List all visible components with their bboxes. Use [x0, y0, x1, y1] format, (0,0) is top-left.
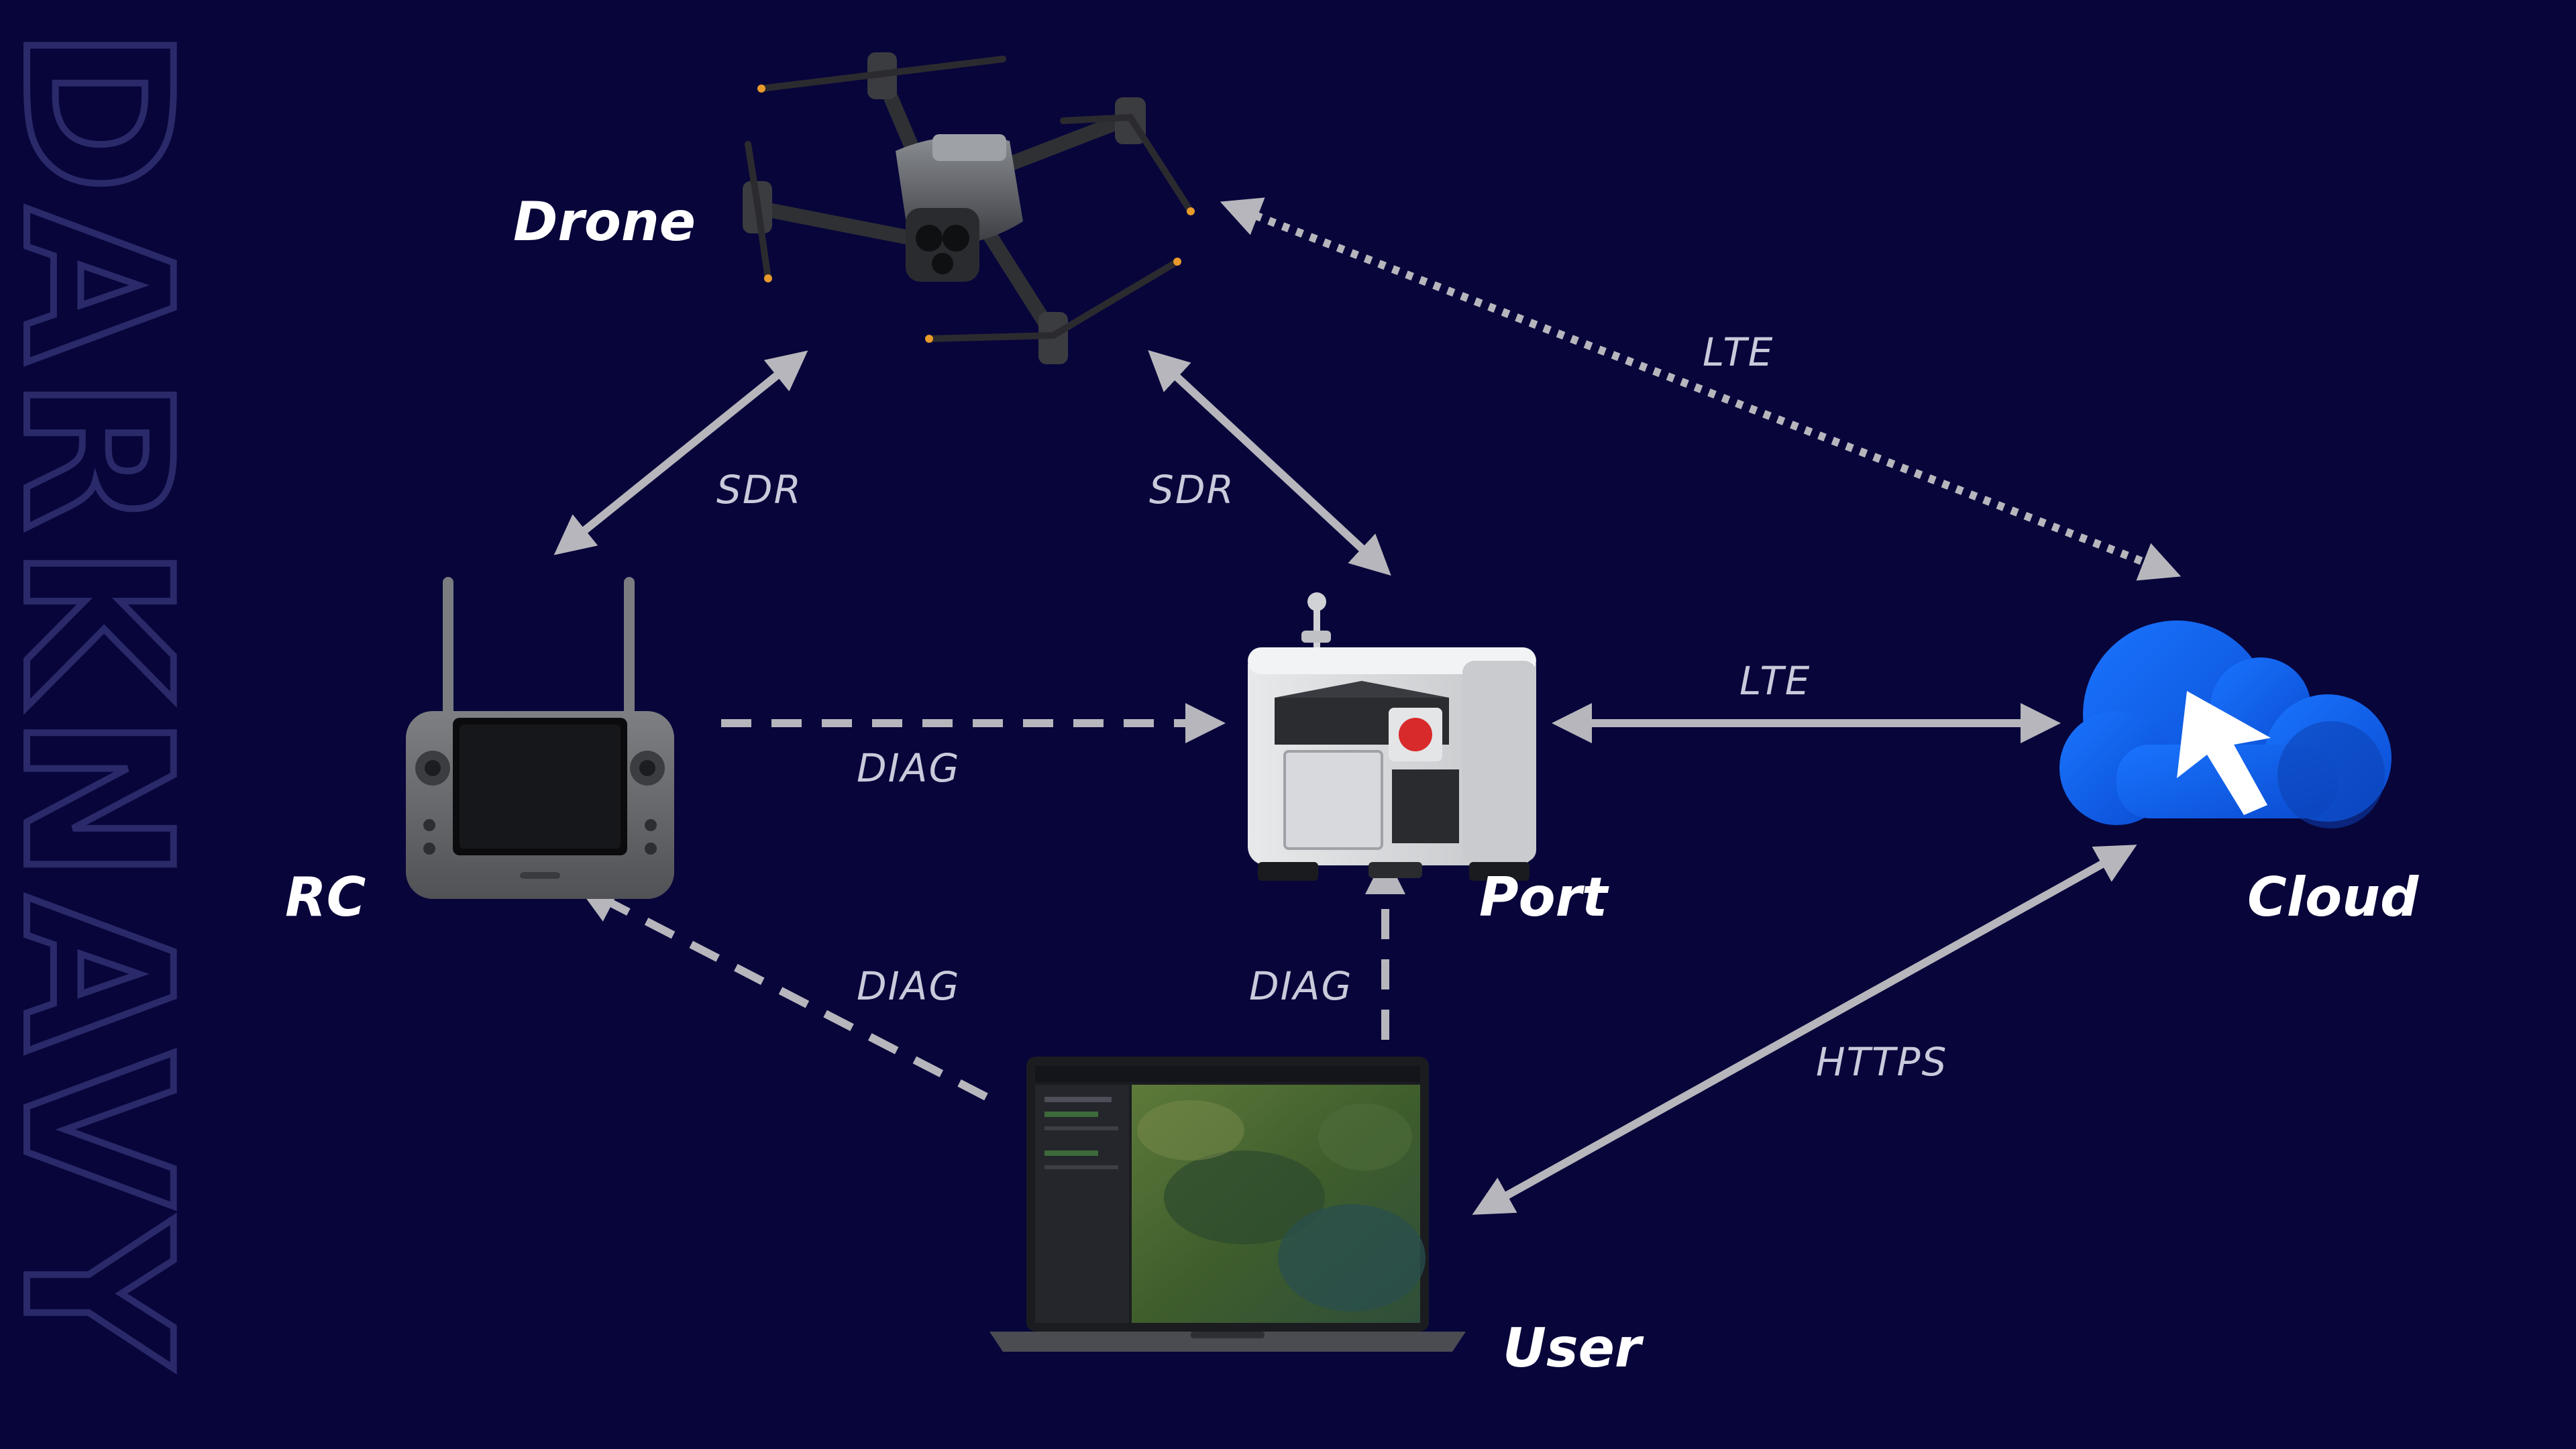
edge-drone-rc — [553, 350, 808, 555]
edge-label-drone-cloud: LTE — [1703, 329, 1774, 375]
edge-label-user-port: DIAG — [1249, 963, 1352, 1009]
node-label-cloud: Cloud — [2247, 866, 2419, 928]
node-label-port: Port — [1479, 866, 1609, 928]
laptop-icon — [989, 1057, 1466, 1352]
edge-label-user-cloud: HTTPS — [1816, 1039, 1947, 1085]
edge-label-user-rc: DIAG — [857, 963, 960, 1009]
node-label-user: User — [1503, 1317, 1644, 1379]
dock-station-icon — [1248, 592, 1536, 881]
watermark-text: DARKNAVY — [0, 27, 213, 1380]
edge-label-rc-port: DIAG — [857, 745, 960, 791]
edge-label-port-cloud: LTE — [1739, 658, 1811, 704]
edges — [553, 197, 2182, 1215]
edge-label-drone-rc: SDR — [716, 467, 802, 513]
node-label-drone: Drone — [513, 191, 696, 253]
edge-labels: SDR SDR LTE LTE DIAG DIAG DIAG HTTPS — [716, 329, 1947, 1085]
drone-icon — [743, 52, 1195, 364]
node-label-rc: RC — [285, 866, 366, 928]
edge-user-rc — [576, 885, 988, 1101]
edge-drone-port — [1148, 350, 1391, 576]
edge-user-cloud — [1472, 845, 2137, 1215]
edge-drone-cloud — [1220, 197, 2182, 581]
edge-label-drone-port: SDR — [1149, 467, 1235, 513]
remote-controller-icon — [406, 577, 674, 899]
cloud-icon — [2059, 621, 2392, 828]
